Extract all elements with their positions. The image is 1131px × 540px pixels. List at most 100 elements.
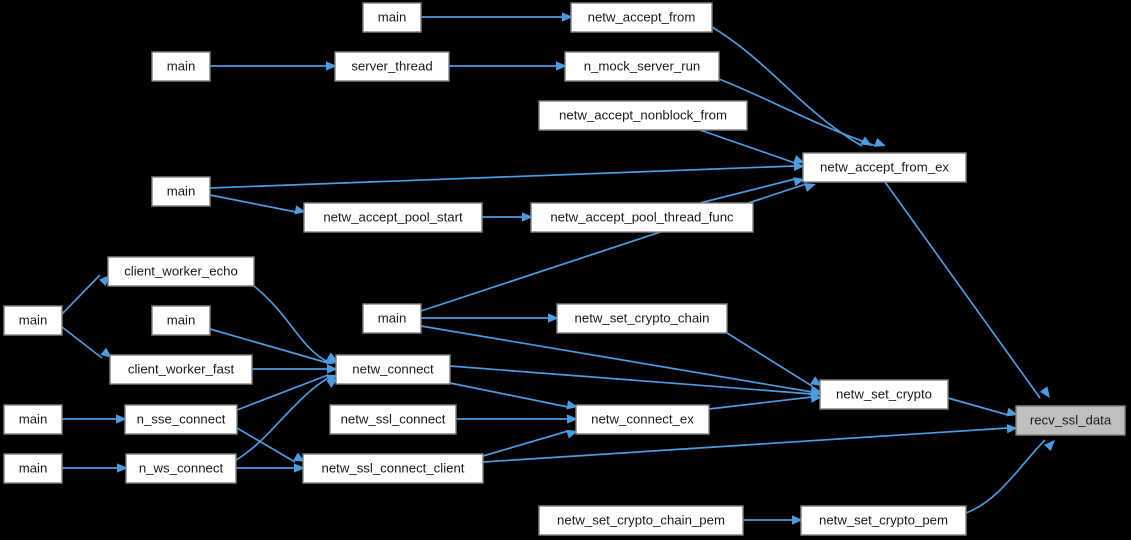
graph-node-netw_ssl_connect_client[interactable]: netw_ssl_connect_client [302, 453, 484, 484]
graph-node-netw_accept_nonblock_from[interactable]: netw_accept_nonblock_from [538, 100, 748, 131]
node-box[interactable] [564, 51, 720, 82]
node-box[interactable] [3, 453, 63, 484]
graph-node-netw_set_crypto[interactable]: netw_set_crypto [819, 379, 949, 410]
node-box[interactable] [575, 404, 710, 435]
graph-node-n_ws_connect[interactable]: n_ws_connect [125, 453, 237, 484]
edge-line [449, 382, 569, 408]
graph-node-netw_accept_from[interactable]: netw_accept_from [570, 2, 713, 33]
arrowhead-icon [793, 155, 805, 164]
node-box[interactable] [3, 305, 63, 336]
node-box[interactable] [124, 404, 238, 435]
node-box[interactable] [329, 404, 457, 435]
arrowhead-icon [326, 355, 338, 365]
node-box[interactable] [570, 2, 713, 33]
arrowhead-icon [793, 161, 805, 172]
edge-line [947, 397, 1009, 416]
call-edge [482, 212, 533, 222]
node-box[interactable] [538, 100, 748, 131]
arrowhead-icon [293, 452, 305, 462]
call-edge [236, 463, 305, 473]
graph-node-main_server[interactable]: main [151, 51, 211, 82]
call-edge [252, 364, 338, 374]
call-edge [209, 161, 805, 189]
edge-line [420, 325, 813, 393]
call-edge [965, 439, 1055, 514]
arrowhead-icon [874, 138, 886, 147]
node-box[interactable] [151, 51, 211, 82]
edge-line [699, 178, 796, 204]
node-box[interactable] [556, 303, 728, 334]
graph-node-client_worker_fast[interactable]: client_worker_fast [109, 354, 253, 385]
arrowhead-icon [116, 414, 127, 424]
graph-node-recv_ssl_data[interactable]: recv_ssl_data [1015, 405, 1126, 436]
node-box[interactable] [362, 2, 422, 33]
graph-node-main_left_workers[interactable]: main [3, 305, 63, 336]
node-box[interactable] [819, 379, 949, 410]
arrowhead-icon [810, 376, 822, 386]
arrowhead-icon [99, 275, 110, 287]
graph-node-netw_set_crypto_chain[interactable]: netw_set_crypto_chain [556, 303, 728, 334]
call-edge [421, 313, 559, 323]
call-edge [699, 129, 805, 164]
node-box[interactable] [800, 505, 967, 536]
graph-node-main_ws[interactable]: main [3, 453, 63, 484]
graph-node-main_top[interactable]: main [362, 2, 422, 33]
graph-node-netw_accept_from_ex[interactable]: netw_accept_from_ex [802, 152, 967, 183]
graph-node-netw_connect[interactable]: netw_connect [335, 354, 451, 385]
call-edge [449, 61, 567, 71]
arrowhead-icon [294, 463, 305, 473]
graph-node-netw_ssl_connect[interactable]: netw_ssl_connect [329, 404, 457, 435]
graph-node-main_crypto[interactable]: main [362, 303, 422, 334]
graph-node-main_mid_echo[interactable]: main [151, 305, 211, 336]
call-edge [743, 515, 803, 525]
graph-node-netw_set_crypto_chain_pem[interactable]: netw_set_crypto_chain_pem [538, 505, 744, 536]
node-box[interactable] [362, 303, 422, 334]
node-box[interactable] [3, 404, 63, 435]
edge-line [61, 326, 103, 359]
node-box[interactable] [125, 453, 237, 484]
edge-line [209, 328, 329, 364]
node-box[interactable] [334, 51, 450, 82]
arrowhead-icon [326, 61, 337, 71]
node-box[interactable] [109, 354, 253, 385]
graph-node-server_thread[interactable]: server_thread [334, 51, 450, 82]
node-box[interactable] [303, 202, 483, 233]
edge-line [965, 439, 1046, 514]
call-edge [726, 332, 822, 387]
node-box[interactable] [1015, 405, 1126, 436]
node-box[interactable] [302, 453, 484, 484]
edge-line [699, 129, 796, 164]
graph-node-n_sse_connect[interactable]: n_sse_connect [124, 404, 238, 435]
arrowhead-icon [562, 12, 573, 22]
call-edge [235, 377, 338, 461]
node-box[interactable] [538, 505, 744, 536]
edge-line [482, 430, 569, 457]
graph-node-netw_connect_ex[interactable]: netw_connect_ex [575, 404, 710, 435]
graph-node-n_mock_server_run[interactable]: n_mock_server_run [564, 51, 720, 82]
arrowhead-icon [793, 177, 805, 187]
edge-line [884, 181, 1041, 399]
node-box[interactable] [151, 305, 211, 336]
edge-line [209, 194, 297, 213]
graph-node-client_worker_echo[interactable]: client_worker_echo [107, 256, 255, 287]
graph-node-netw_accept_pool_start[interactable]: netw_accept_pool_start [303, 202, 483, 233]
graph-node-netw_set_crypto_pem[interactable]: netw_set_crypto_pem [800, 505, 967, 536]
graph-node-netw_accept_pool_thread_func[interactable]: netw_accept_pool_thread_func [530, 202, 754, 233]
edge-line [236, 374, 329, 411]
arrowhead-icon [1006, 407, 1018, 417]
graph-node-main_pool[interactable]: main [151, 176, 211, 207]
arrowhead-icon [566, 429, 578, 439]
call-edge [420, 183, 816, 312]
call-edge [420, 325, 822, 395]
graph-node-main_sse[interactable]: main [3, 404, 63, 435]
node-box[interactable] [530, 202, 754, 233]
node-box[interactable] [335, 354, 451, 385]
call-edge [449, 382, 578, 410]
arrowhead-icon [117, 463, 128, 473]
arrowhead-icon [522, 212, 533, 222]
edge-layer [61, 12, 1055, 525]
node-box[interactable] [107, 256, 255, 287]
node-box[interactable] [151, 176, 211, 207]
node-box[interactable] [802, 152, 967, 183]
